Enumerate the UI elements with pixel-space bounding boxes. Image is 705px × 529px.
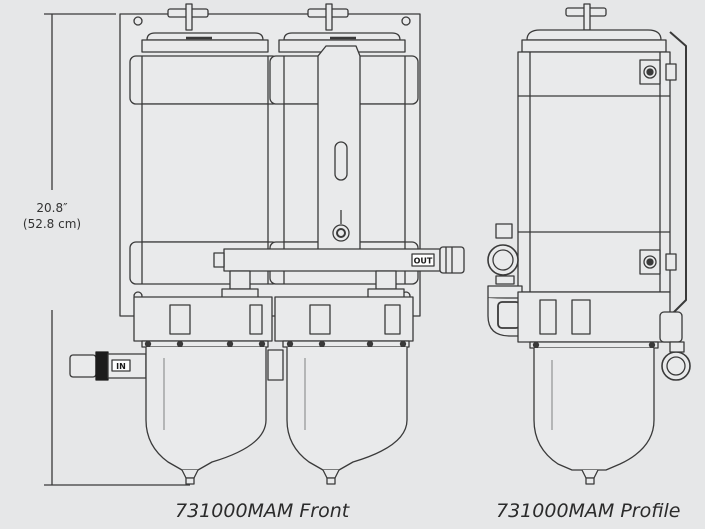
inlet-pipe: [69, 349, 284, 381]
height-dimension-line: [44, 13, 190, 486]
height-dimension-label: 20.8″ (52.8 cm): [22, 200, 82, 232]
profile-inlet-fitting: [659, 311, 691, 381]
front-right-bowl: [286, 347, 408, 485]
front-view-caption: 731000MAM Front: [175, 500, 350, 522]
front-left-filter-element: [129, 3, 279, 285]
front-left-bowl: [145, 347, 267, 485]
profile-wall-bracket: [665, 31, 687, 319]
profile-view-caption: 731000MAM Profile: [496, 500, 681, 522]
in-port-label: IN: [116, 362, 126, 371]
profile-filter-lid: [521, 3, 667, 53]
profile-bowl: [533, 348, 655, 485]
profile-body: [517, 51, 671, 293]
front-lower-housing: [133, 296, 414, 348]
center-support-strap: [317, 45, 361, 251]
outlet-manifold: [213, 246, 465, 274]
out-port-label: OUT: [414, 257, 433, 266]
height-inches: 20.8″: [36, 201, 68, 215]
profile-lower-housing: [517, 291, 671, 349]
height-centimeters: (52.8 cm): [22, 217, 82, 231]
profile-view: [487, 3, 691, 485]
profile-outlet-fitting: [487, 223, 527, 337]
front-view: [69, 3, 465, 485]
